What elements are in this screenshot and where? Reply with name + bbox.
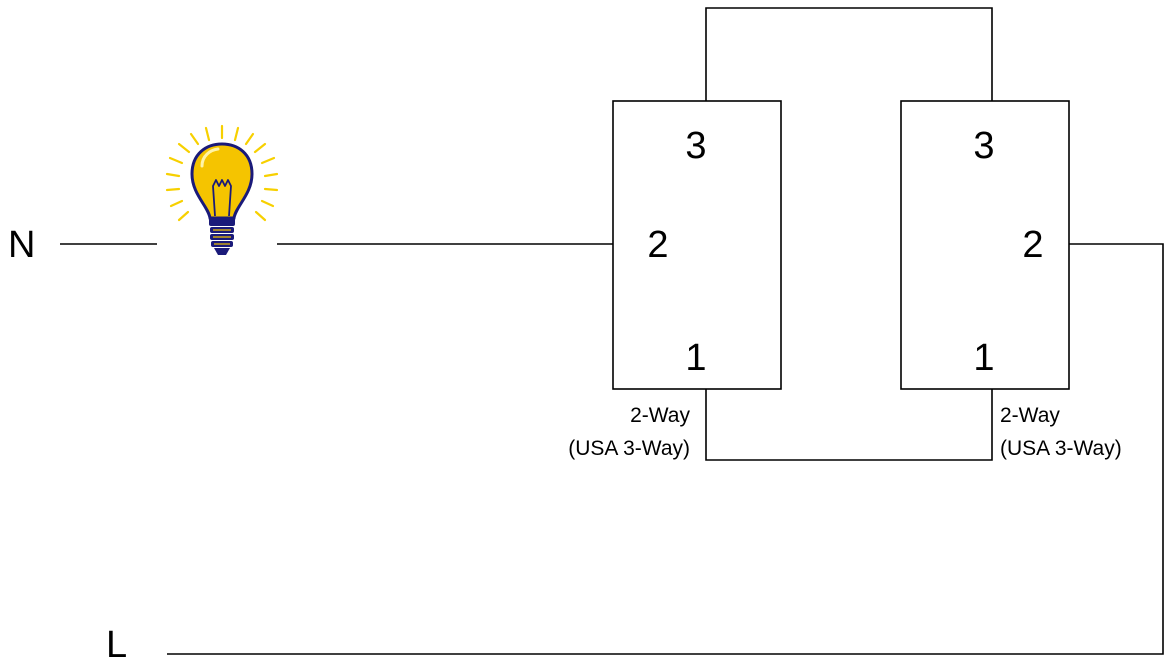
switch-left: 3 2 1 2-Way (USA 3-Way) xyxy=(568,100,782,460)
switch-right: 3 2 1 2-Way (USA 3-Way) xyxy=(900,100,1122,460)
switch-right-terminal-3: 3 xyxy=(973,125,994,167)
switch-right-caption-line2: (USA 3-Way) xyxy=(1000,437,1122,460)
live-wire xyxy=(167,243,1164,655)
neutral-label: N xyxy=(8,224,35,266)
live-label: L xyxy=(106,624,127,662)
switch-left-box xyxy=(612,100,782,390)
switch-right-box xyxy=(900,100,1070,390)
light-bulb-icon xyxy=(165,124,279,255)
switch-left-caption-line1: 2-Way xyxy=(630,404,690,427)
switch-left-terminal-2: 2 xyxy=(647,224,668,266)
switch-left-terminal-1: 1 xyxy=(685,337,706,379)
traveler-wire-bottom xyxy=(705,389,993,461)
switch-right-terminal-2: 2 xyxy=(1022,224,1043,266)
switch-left-terminal-3: 3 xyxy=(685,125,706,167)
switch-right-terminal-1: 1 xyxy=(973,337,994,379)
switch-right-caption-line1: 2-Way xyxy=(1000,404,1060,427)
switch-left-caption-line2: (USA 3-Way) xyxy=(568,437,690,460)
traveler-wire-top xyxy=(705,7,993,101)
